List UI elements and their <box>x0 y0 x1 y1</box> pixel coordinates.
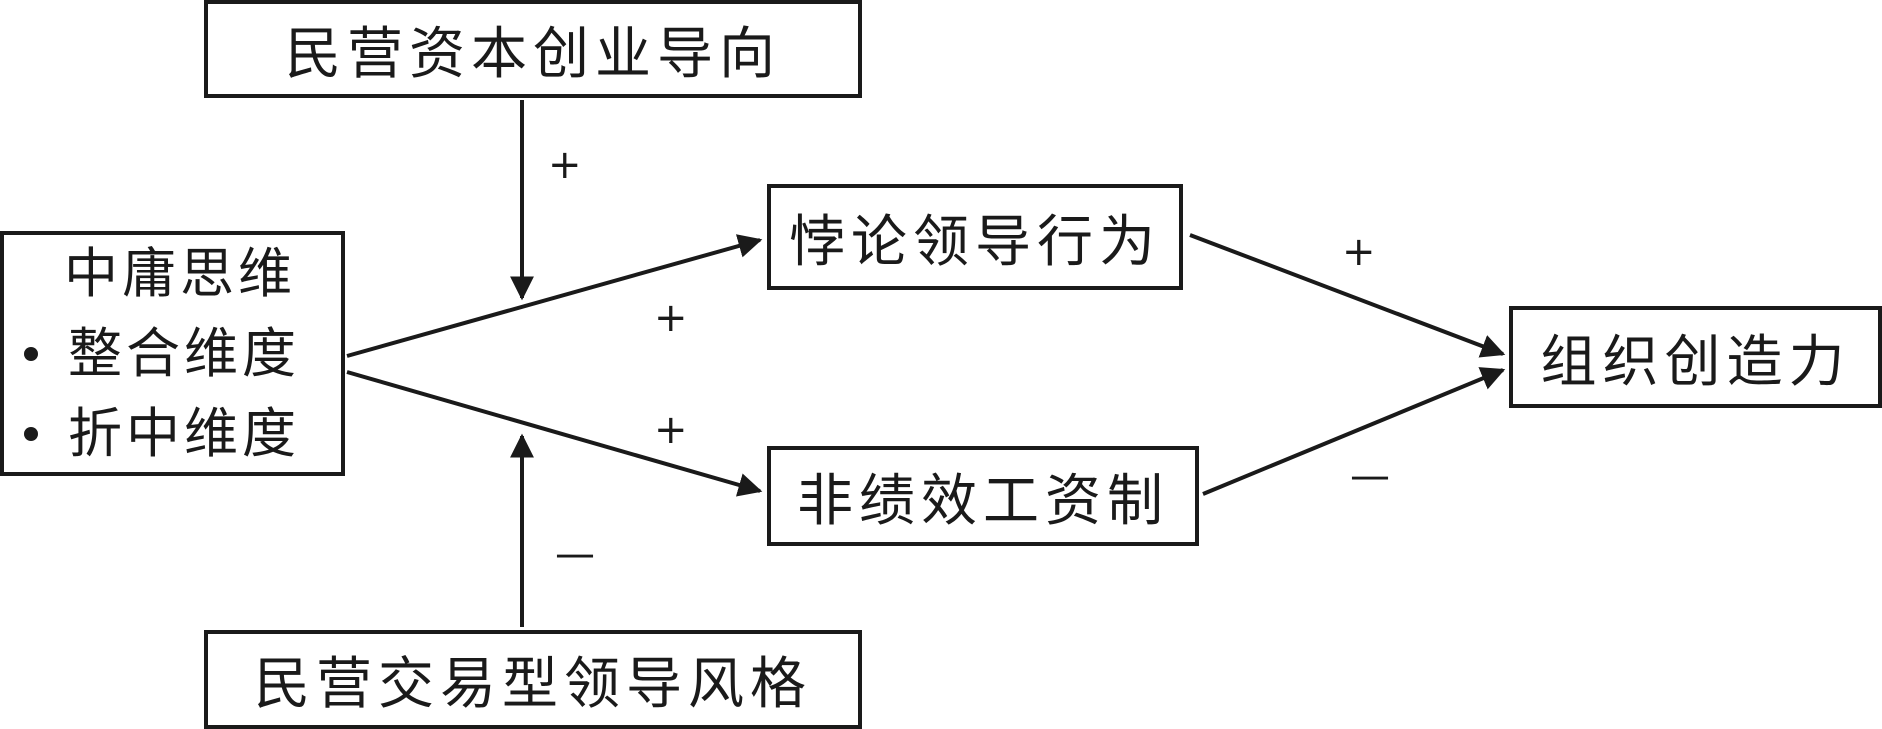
node-title: 中庸思维 <box>64 241 296 305</box>
node-zhongyong-thinking: 中庸思维 整合维度 折中维度 <box>0 231 345 476</box>
arrow-nonfinancial-to-creativity <box>1202 367 1506 496</box>
node-label: 悖论领导行为 <box>789 209 1161 275</box>
sign-paradox-to-creativity: + <box>1342 229 1376 275</box>
sign-nonfinancial-to-creativity: — <box>1350 453 1390 499</box>
node-label: 组织创造力 <box>1540 329 1851 395</box>
node-nonperformance-pay: 非绩效工资制 <box>767 446 1199 546</box>
node-transactional-leadership-style: 民营交易型领导风格 <box>204 630 862 729</box>
list-item-label: 折中维度 <box>68 401 300 465</box>
sign-left-to-nonfinancial: + <box>654 407 688 453</box>
node-organizational-creativity: 组织创造力 <box>1509 306 1882 408</box>
arrow-left-to-paradox <box>346 234 763 358</box>
bullet-icon <box>24 346 38 361</box>
list-item-label: 整合维度 <box>68 321 300 385</box>
node-label: 非绩效工资制 <box>797 468 1169 534</box>
sign-top-moderator: + <box>548 142 582 188</box>
node-label: 民营交易型领导风格 <box>254 652 812 717</box>
list-item: 整合维度 <box>24 314 300 394</box>
arrow-paradox-to-creativity <box>1189 233 1506 358</box>
node-private-capital-entrepreneurial-orientation: 民营资本创业导向 <box>204 0 862 98</box>
arrow-left-to-nonfinancial <box>346 370 763 497</box>
node-paradoxical-leadership: 悖论领导行为 <box>767 184 1183 290</box>
bullet-icon <box>24 426 38 441</box>
node-label: 民营资本创业导向 <box>285 21 781 87</box>
sign-left-to-paradox: + <box>654 295 688 341</box>
list-item: 折中维度 <box>24 394 300 474</box>
sign-bottom-moderator: — <box>555 531 595 577</box>
